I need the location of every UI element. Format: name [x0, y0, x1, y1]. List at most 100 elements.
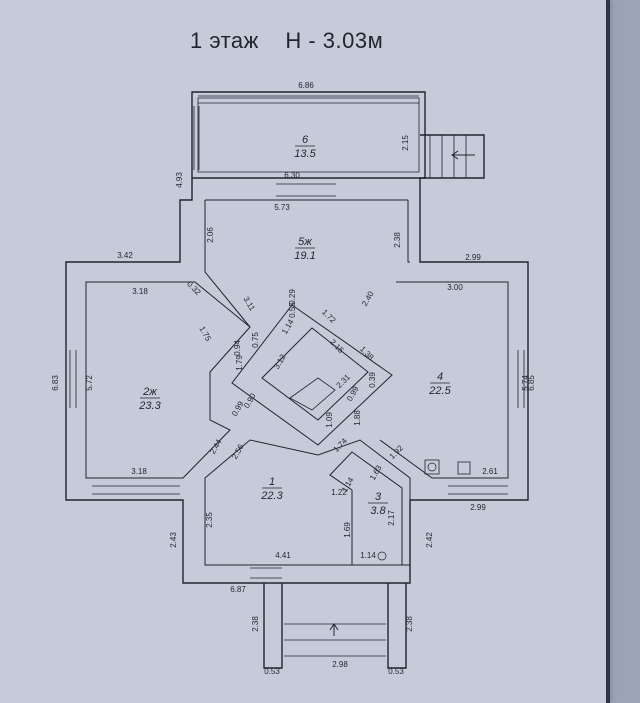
- porch-steps: [284, 623, 386, 657]
- dimension-label: 2.99: [470, 503, 486, 512]
- dimension-label: 6.86: [298, 81, 314, 90]
- room-number: 2ж: [142, 386, 157, 398]
- dimension-label: 2.38: [405, 616, 414, 632]
- window-bottom-right: [448, 485, 508, 495]
- door-room6: [276, 183, 336, 197]
- dimension-label: 1.22: [331, 488, 347, 497]
- dimension-label: 2.42: [425, 532, 434, 548]
- dimension-label: 1.92: [388, 443, 406, 461]
- dimension-label: 1.38: [358, 345, 376, 363]
- room-6-outline: [191, 91, 426, 179]
- room-area: 13.5: [294, 148, 316, 160]
- dimension-label: 0.53: [264, 667, 280, 676]
- window-bottom-left: [92, 485, 180, 495]
- stair-flight: [289, 377, 336, 411]
- dimension-label: 5.73: [274, 203, 290, 212]
- dimension-label: 1.14: [340, 475, 356, 493]
- room-area: 19.1: [294, 250, 315, 262]
- stove-fixture: [424, 459, 440, 475]
- dimension-label: 0.39: [368, 372, 377, 388]
- floor-plan: 6 13.5 5ж 19.1 2ж 23.3 4 22.5 1 22.3 3 3.8 6.86 2.15 4…: [51, 81, 536, 676]
- right-steps-treads: [429, 135, 467, 178]
- outer-wall: [65, 178, 529, 584]
- right-steps: [420, 134, 485, 179]
- dimension-label: 0.53: [388, 667, 404, 676]
- dimension-label: 3.18: [131, 467, 147, 476]
- dimension-label: 4.41: [275, 551, 291, 560]
- room-area: 22.3: [260, 490, 283, 502]
- dimension-label: 2.17: [387, 510, 396, 526]
- room-2-outline: [85, 281, 251, 479]
- dimension-label: 2.44: [208, 437, 224, 455]
- dimension-label: 2.43: [169, 532, 178, 548]
- dimension-label: 3.42: [117, 251, 133, 260]
- entry-arrow: [329, 623, 339, 636]
- toilet-fixture: [377, 551, 387, 561]
- dimension-label: 6.87: [230, 585, 246, 594]
- room-number: 5ж: [298, 236, 312, 248]
- dimension-label: 0.32: [185, 280, 203, 298]
- dimension-label: 2.99: [465, 253, 481, 262]
- dimension-label: 1.69: [343, 522, 352, 538]
- window-right: [517, 350, 525, 408]
- dimension-label: 0.55: [288, 302, 297, 318]
- window-top: [198, 95, 419, 104]
- dimension-label: 3.18: [132, 287, 148, 296]
- walls: [65, 91, 529, 669]
- dimension-label: 0.99: [345, 384, 361, 402]
- dimension-label: 2.38: [393, 232, 402, 248]
- dimension-label: 6.83: [51, 375, 60, 391]
- drawing-sheet: [0, 0, 606, 703]
- dimension-label: 2.40: [360, 289, 376, 307]
- dimension-label: 2.06: [206, 227, 215, 243]
- dimension-label: 3.00: [447, 283, 463, 292]
- dimension-label: 1.14: [280, 317, 296, 335]
- dimension-label: 1.72: [320, 308, 338, 326]
- dimension-label: 0.29: [288, 289, 297, 305]
- room-5-walls: [204, 200, 410, 328]
- room-area: 3.8: [370, 505, 386, 517]
- stair-core: [261, 327, 369, 421]
- room-4-outline: [379, 281, 509, 479]
- room-number: 1: [269, 476, 275, 488]
- dimension-label: 0.94: [233, 340, 242, 356]
- dimension-label: 2.98: [332, 660, 348, 669]
- dimension-label: 1.75: [197, 325, 213, 343]
- dimension-label: 4.93: [175, 172, 184, 188]
- window-entry: [250, 567, 282, 579]
- hall-1-outline: [204, 439, 411, 566]
- room-number: 6: [302, 134, 309, 146]
- window-left: [69, 350, 77, 408]
- window-room6-left: [193, 106, 200, 170]
- dimension-label: 1.74: [332, 436, 350, 454]
- dimension-label: 2.61: [482, 467, 498, 476]
- dimension-label: 2.15: [401, 135, 410, 151]
- room-area: 22.5: [428, 385, 451, 397]
- dimension-label: 5.72: [85, 375, 94, 391]
- sheet-edge: [606, 0, 610, 703]
- dimension-label: 1.79: [235, 355, 244, 371]
- stairs-arrow: [451, 150, 475, 160]
- arrows: [329, 150, 475, 636]
- room-number: 4: [437, 371, 443, 383]
- dimension-label: 0.75: [251, 332, 260, 348]
- dimension-label: 1.09: [325, 412, 334, 428]
- dimension-label: 2.35: [205, 512, 214, 528]
- room-3-outline: [329, 451, 403, 566]
- floor-title: 1 этаж H - 3.03м: [190, 28, 384, 53]
- room-number: 3: [375, 491, 382, 503]
- sink-fixture: [457, 461, 471, 475]
- stove-burner: [427, 462, 437, 472]
- dimension-label: 6.85: [527, 375, 536, 391]
- dimension-label: 1.14: [360, 551, 376, 560]
- dimension-label: 1.63: [368, 463, 384, 481]
- dimension-label: 1.88: [353, 410, 362, 426]
- dimension-label: 2.31: [335, 372, 353, 390]
- stair-hall: [231, 304, 393, 446]
- porch-columns: [263, 583, 407, 669]
- dimension-label: 5.74: [521, 375, 530, 391]
- dimension-label: 3.11: [242, 295, 258, 313]
- dimension-label: 6.30: [284, 171, 300, 180]
- room-area: 23.3: [138, 400, 161, 412]
- dimension-label: 2.38: [251, 616, 260, 632]
